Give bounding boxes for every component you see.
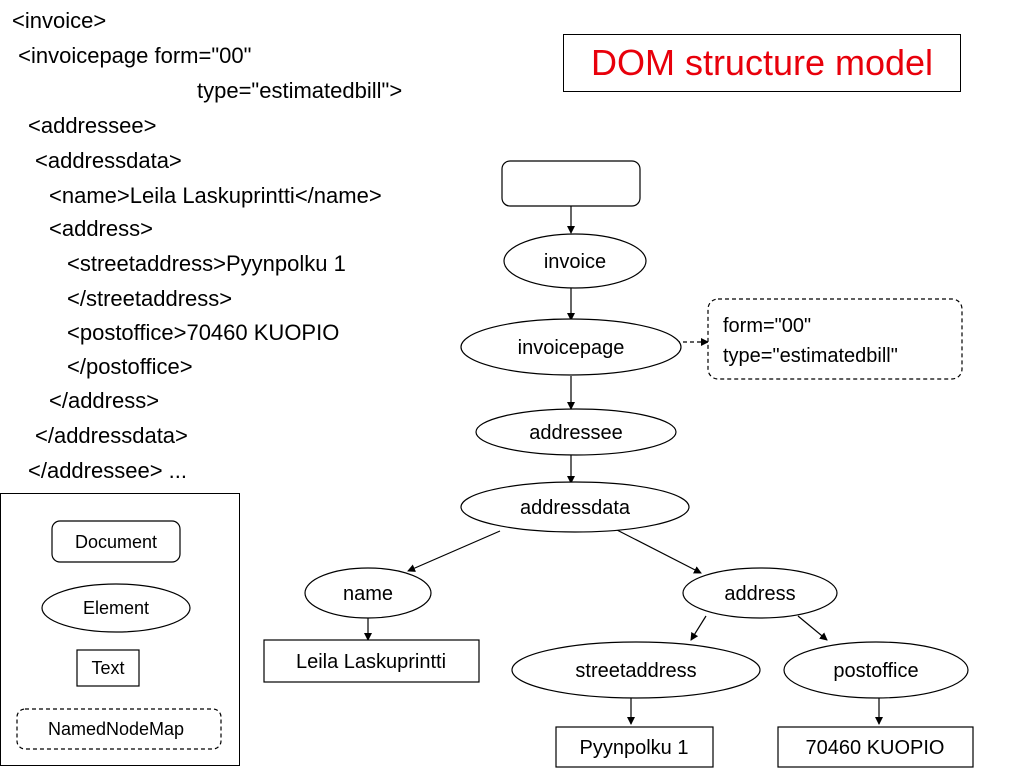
legend-namednodemap-label: NamedNodeMap — [48, 719, 184, 739]
attribute-type: type="estimatedbill" — [723, 345, 898, 367]
address-element-node — [682, 567, 838, 619]
invoicepage-element-label: invoicepage — [518, 337, 625, 359]
attributes-namednodemap-node — [707, 298, 963, 380]
name-element-node — [304, 567, 432, 619]
legend-element-label: Element — [83, 598, 149, 618]
code-line: </address> — [49, 388, 160, 413]
edge-address-postoffice — [797, 615, 828, 641]
addressee-element-node — [475, 408, 677, 456]
code-line: <addressdata> — [35, 148, 182, 173]
streetaddress-text-value: Pyynpolku 1 — [580, 737, 689, 759]
invoice-element-node — [503, 233, 647, 289]
code-line: type="estimatedbill"> — [197, 78, 403, 103]
postoffice-text-value: 70460 KUOPIO — [806, 737, 945, 759]
page-title-text: DOM structure model — [590, 42, 934, 83]
code-line: <invoice> — [12, 8, 107, 33]
edge-addressdata-address — [614, 528, 702, 574]
name-element-label: name — [343, 583, 393, 605]
addressdata-element-label: addressdata — [520, 497, 631, 519]
code-line: <name>Leila Laskuprintti</name> — [49, 183, 382, 208]
legend-text-shape — [76, 649, 140, 687]
postoffice-element-label: postoffice — [833, 660, 918, 682]
streetaddress-element-label: streetaddress — [575, 660, 696, 682]
code-line: </addressee> ... — [28, 458, 187, 483]
legend-panel — [0, 493, 240, 766]
postoffice-element-node — [783, 641, 969, 699]
code-line: </addressdata> — [35, 423, 188, 448]
code-line: <invoicepage form="00" — [12, 43, 252, 68]
invoice-element-label: invoice — [544, 251, 606, 273]
name-text-node — [263, 639, 480, 683]
edge-addressdata-name — [407, 530, 501, 572]
attribute-form: form="00" — [723, 315, 811, 337]
code-line: <address> — [49, 216, 153, 241]
legend-document-label: Document — [75, 532, 157, 552]
postoffice-text-node — [777, 726, 974, 768]
tree-connectors — [364, 206, 883, 725]
code-line: <postoffice>70460 KUOPIO — [67, 320, 340, 345]
streetaddress-element-node — [511, 641, 761, 699]
code-line: <streetaddress>Pyynpolku 1 — [67, 251, 346, 276]
addressee-element-label: addressee — [529, 422, 622, 444]
addressdata-element-node — [460, 481, 690, 533]
legend-text-label: Text — [91, 658, 124, 678]
legend-element-shape — [41, 583, 191, 633]
name-text-value: Leila Laskuprintti — [296, 651, 446, 673]
invoicepage-element-node — [460, 318, 682, 376]
document-node — [501, 160, 641, 207]
legend-document-shape — [51, 520, 181, 563]
address-element-label: address — [724, 583, 795, 605]
code-line: </streetaddress> — [67, 286, 233, 311]
streetaddress-text-node — [555, 726, 714, 768]
legend-namednodemap-shape — [16, 708, 222, 750]
page-title: DOM structure model — [563, 34, 961, 92]
code-line: </postoffice> — [67, 354, 193, 379]
edge-address-streetaddress — [690, 615, 707, 641]
code-line: <addressee> — [28, 113, 157, 138]
